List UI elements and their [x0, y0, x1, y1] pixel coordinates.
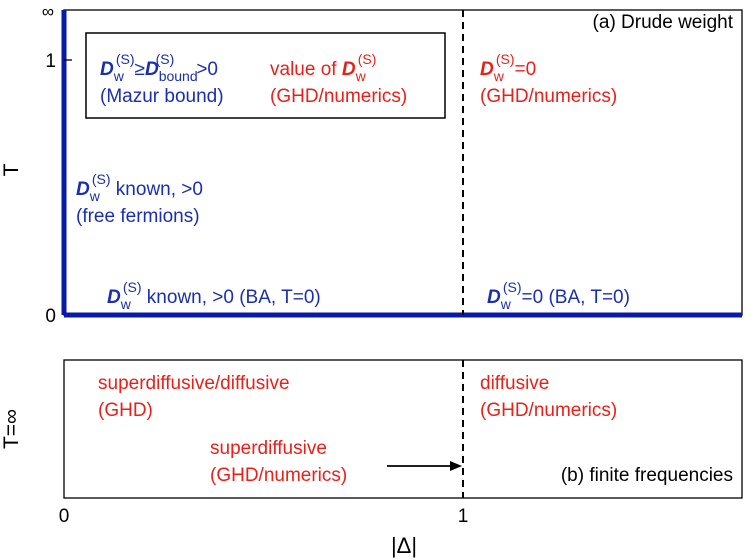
x-tick-label-one: 1 [458, 506, 469, 527]
superdiffusive-ghd-numerics-label: (GHD/numerics) [210, 465, 347, 486]
mazur-bound-inequality: Dw(S)≥Dbound(S)>0 [100, 51, 218, 84]
panel-a: 1 0 ∞ T (a) Drude weight Dw(S)≥Dbound(S)… [0, 2, 743, 327]
superdiffusive-diffusive-label: superdiffusive/diffusive [98, 373, 290, 394]
panel-b-y-axis-label: T=∞ [0, 409, 23, 449]
arrow-head-icon [450, 461, 462, 471]
x-axis-label: |Δ| [391, 533, 417, 558]
y-tick-label-one: 1 [45, 51, 56, 72]
ghd-label: (GHD) [98, 400, 153, 421]
bethe-ansatz-known-label: Dw(S) known, >0 (BA, T=0) [107, 279, 321, 312]
free-fermions-drude-label: Dw(S) known, >0 [76, 171, 203, 204]
panel-a-y-axis-label: T [0, 163, 23, 176]
bethe-ansatz-zero-label: Dw(S)=0 (BA, T=0) [487, 279, 630, 312]
superdiffusive-label: superdiffusive [210, 438, 327, 459]
right-region-ghd-numerics-label: (GHD/numerics) [480, 86, 617, 107]
drude-weight-zero-label: Dw(S)=0 [480, 51, 536, 84]
y-tick-label-zero: 0 [45, 306, 56, 327]
panel-a-title: (a) Drude weight [593, 12, 734, 33]
panel-b-title: (b) finite frequencies [561, 465, 733, 486]
y-tick-label-infinity: ∞ [42, 2, 54, 21]
panel-b: T=∞ superdiffusive/diffusive (GHD) super… [0, 359, 743, 558]
value-of-drude-weight: value of Dw(S) [270, 51, 376, 84]
legend-box [85, 32, 446, 119]
free-fermions-label: (free fermions) [76, 206, 200, 227]
diffusive-label: diffusive [480, 373, 549, 394]
x-tick-label-zero: 0 [59, 506, 70, 527]
panel-b-frame [63, 359, 743, 499]
mazur-bound-label: (Mazur bound) [100, 86, 224, 107]
diffusive-ghd-numerics-label: (GHD/numerics) [480, 400, 617, 421]
legend-ghd-numerics-label: (GHD/numerics) [270, 86, 407, 107]
